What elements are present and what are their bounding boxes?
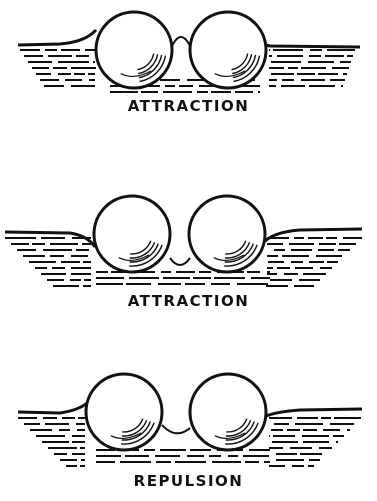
caption-repulsion: REPULSION xyxy=(0,472,377,490)
caption-attraction-1: ATTRACTION xyxy=(0,97,377,115)
panel-attraction-depressed xyxy=(5,196,362,286)
panel-repulsion xyxy=(18,374,362,466)
meniscus xyxy=(172,37,190,46)
caption-attraction-2: ATTRACTION xyxy=(0,292,377,310)
meniscus xyxy=(162,425,190,433)
panel-attraction-raised xyxy=(18,12,360,92)
meniscus xyxy=(170,258,190,265)
